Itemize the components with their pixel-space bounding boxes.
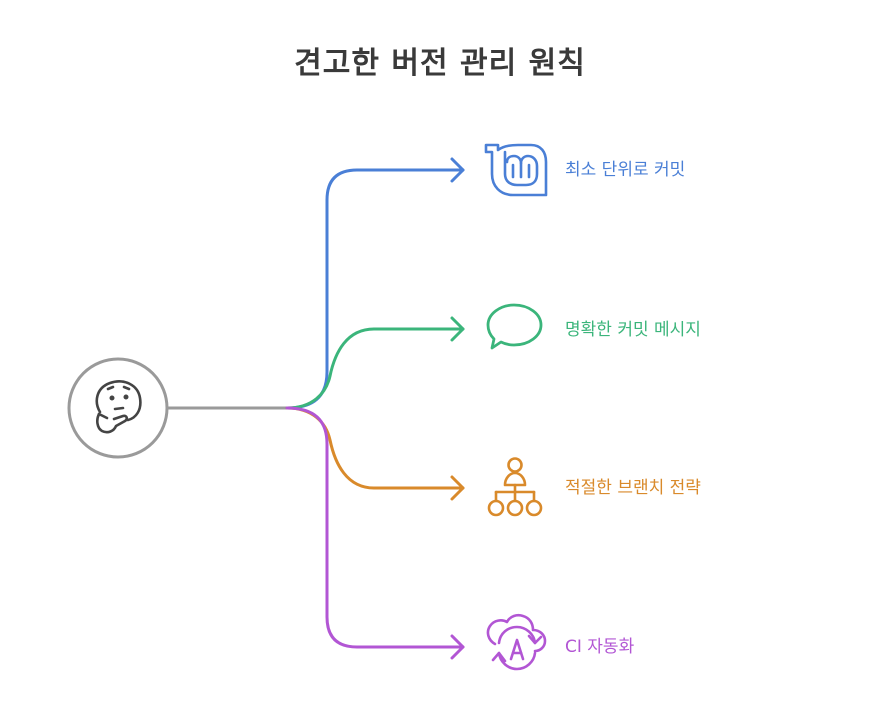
hub-node: [67, 357, 169, 459]
branch-connector-1: [285, 168, 465, 410]
branch-arrowhead-4: [450, 634, 465, 660]
branch-arrowhead-3: [450, 475, 465, 501]
diagram-title: 견고한 버전 관리 원칙: [294, 46, 586, 81]
branch-connector-4: [285, 406, 465, 649]
linux-mint-logo-icon: [484, 143, 548, 197]
branch-arrowhead-1: [450, 157, 465, 183]
branch-label-3: 적절한 브랜치 전략: [565, 478, 701, 498]
branch-label-4: CI 자동화: [565, 637, 635, 657]
branch-arrowhead-2: [450, 316, 465, 342]
thinking-face-icon: [95, 380, 142, 434]
branch-label-2: 명확한 커밋 메시지: [565, 320, 701, 340]
cloud-automation-icon: [486, 613, 547, 671]
hierarchy-tree-icon: [487, 457, 543, 517]
speech-bubble-icon: [486, 303, 543, 350]
branch-connector-2: [285, 327, 465, 410]
branch-label-1: 최소 단위로 커밋: [565, 160, 686, 180]
branch-connector-3: [285, 406, 465, 490]
connectors: [166, 157, 465, 660]
